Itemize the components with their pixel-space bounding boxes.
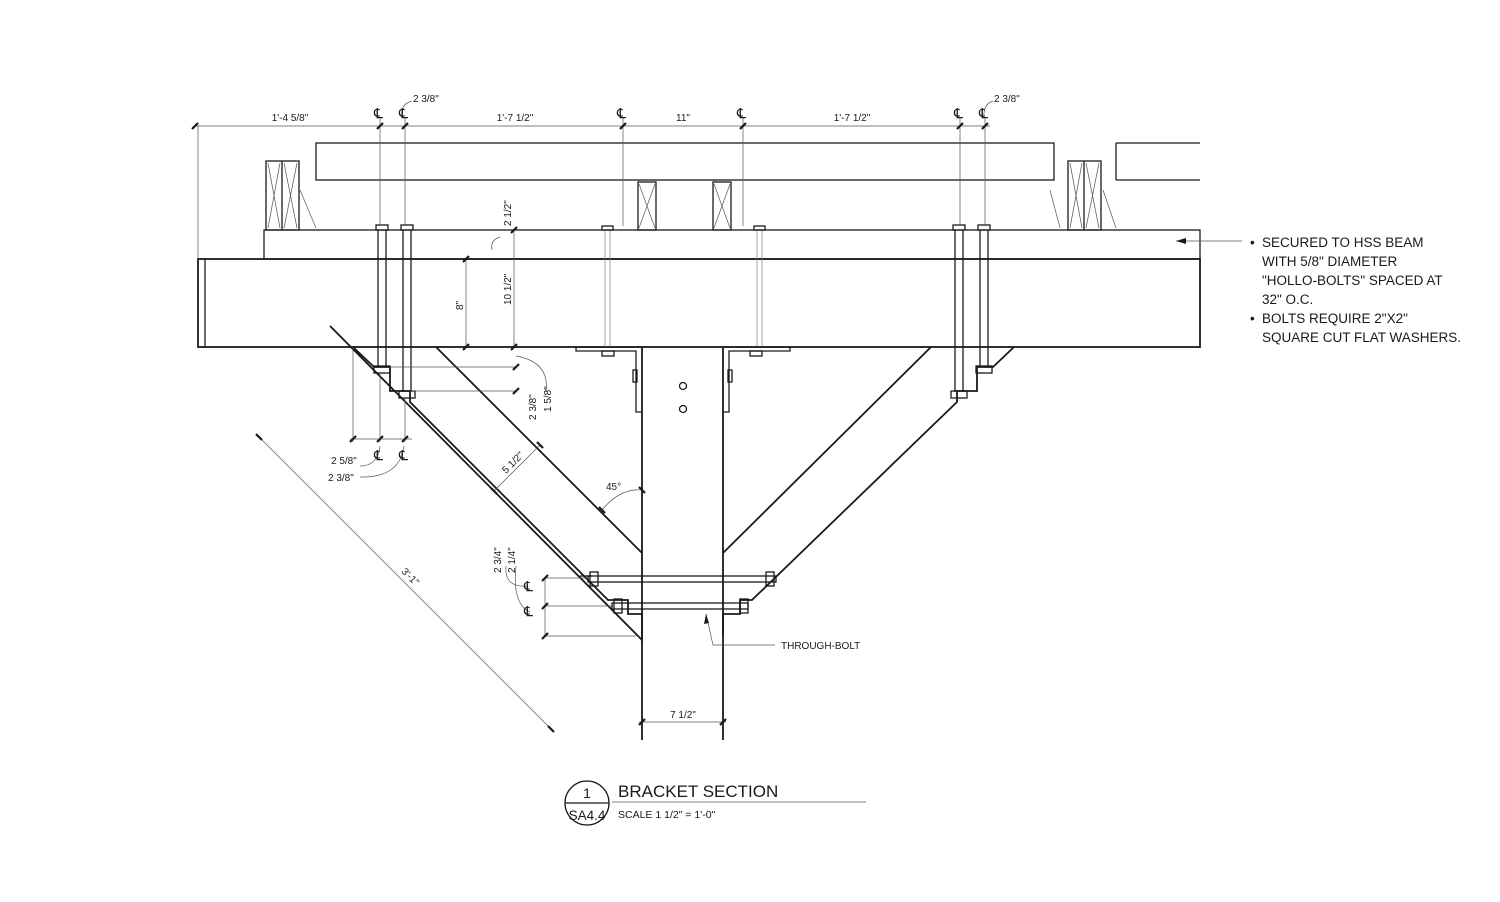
- dim-top-2: 2 3/8": [413, 94, 439, 105]
- dimension-lines: [191, 100, 1242, 733]
- centerline-symbol: ℄: [523, 578, 533, 594]
- centerline-symbol: ℄: [398, 447, 408, 463]
- dim-top-1: 1'-4 5/8": [272, 113, 309, 124]
- note-line: SQUARE CUT FLAT WASHERS.: [1262, 330, 1461, 345]
- dim-vertical-1: 2 1/2": [503, 200, 514, 226]
- top-deck-beam: [315, 142, 1055, 181]
- dim-vertical-2: 10 1/2": [503, 273, 514, 305]
- bracket-assembly: [329, 325, 1015, 740]
- bolt-right-2: [975, 224, 993, 374]
- detail-number: 1: [583, 785, 591, 801]
- through-bolts: [587, 571, 777, 614]
- dim-bolt-spacing-2: 2 1/4": [507, 547, 518, 573]
- hss-beam-section: [197, 258, 1201, 348]
- through-bolt-1: [587, 575, 777, 583]
- note-line: 32" O.C.: [1262, 292, 1313, 307]
- dim-offset-1: 2 5/8": [331, 456, 357, 467]
- note-line: BOLTS REQUIRE 2"X2": [1262, 311, 1408, 326]
- dim-top-6: 2 3/8": [994, 94, 1020, 105]
- through-bolt-label: THROUGH-BOLT: [781, 641, 860, 652]
- post-bolt-hole-2: [678, 404, 688, 414]
- joist-block-center-left: [637, 181, 657, 231]
- note-bullet: •: [1250, 311, 1255, 326]
- centerline-symbol: ℄: [373, 105, 383, 121]
- centerline-symbol: ℄: [978, 105, 988, 121]
- dim-top-3: 1'-7 1/2": [497, 113, 534, 124]
- dim-bolt-spacing-1: 2 3/4": [493, 547, 504, 573]
- centerline-symbol: ℄: [953, 105, 963, 121]
- vertical-bolts: [373, 224, 993, 399]
- joist-block-left: [265, 160, 300, 231]
- dim-flange-2: 1 5/8": [543, 386, 554, 412]
- dim-top-4: 11": [676, 113, 690, 124]
- post-cap-angles: [575, 346, 791, 413]
- dim-brace-length: 3'-1": [399, 566, 421, 588]
- centerline-symbol: ℄: [373, 447, 383, 463]
- general-notes: • SECURED TO HSS BEAM WITH 5/8" DIAMETER…: [1250, 235, 1461, 345]
- bolt-left-1: [373, 224, 391, 374]
- dim-angle: 45°: [606, 482, 621, 493]
- centerline-symbol: ℄: [523, 603, 533, 619]
- dim-brace-depth: 5 1/2": [500, 450, 526, 476]
- brace-left: [329, 325, 643, 643]
- bolt-right-1: [950, 224, 968, 399]
- joist-block-right: [1067, 160, 1102, 231]
- bolt-left-2: [398, 224, 416, 399]
- deck-assembly: [265, 142, 1200, 231]
- centerline-symbol: ℄: [616, 105, 626, 121]
- centerline-symbol: ℄: [736, 105, 746, 121]
- centerline-symbol: ℄: [398, 105, 408, 121]
- through-bolt-2: [611, 602, 749, 610]
- dim-vertical-3: 8": [455, 300, 466, 310]
- note-line: "HOLLO-BOLTS" SPACED AT: [1262, 273, 1443, 288]
- detail-scale: SCALE 1 1/2" = 1'-0": [618, 809, 716, 821]
- note-line: SECURED TO HSS BEAM: [1262, 235, 1424, 250]
- hss-beam: [197, 225, 1201, 348]
- dim-flange-1: 2 3/8": [528, 394, 539, 420]
- sheet-number: SA4.4: [569, 808, 606, 823]
- title-block: 1 SA4.4 BRACKET SECTION SCALE 1 1/2" = 1…: [564, 780, 866, 826]
- post: [641, 347, 724, 740]
- brace-right: [722, 346, 1015, 635]
- note-bullet: •: [1250, 235, 1255, 250]
- note-line: WITH 5/8" DIAMETER: [1262, 254, 1398, 269]
- ledger-plate: [263, 229, 1201, 260]
- dimension-text: 1'-4 5/8" 2 3/8" 1'-7 1/2" 11" 1'-7 1/2"…: [272, 94, 1021, 721]
- post-bolt-hole-1: [678, 381, 688, 391]
- detail-title: BRACKET SECTION: [618, 782, 778, 801]
- dim-offset-2: 2 3/8": [328, 473, 354, 484]
- joist-block-center-right: [712, 181, 732, 231]
- dim-top-5: 1'-7 1/2": [834, 113, 871, 124]
- dim-post-width: 7 1/2": [670, 710, 696, 721]
